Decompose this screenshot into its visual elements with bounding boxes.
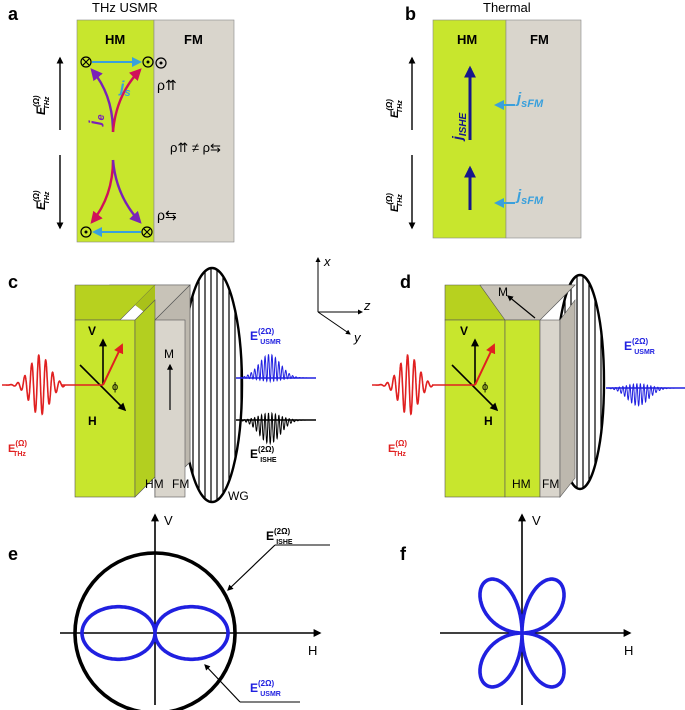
out-of-page-icon — [80, 226, 92, 238]
x-axis-label: x — [323, 254, 331, 269]
h-label-d: H — [484, 414, 493, 428]
v-label-f: V — [532, 513, 541, 528]
j-ishe-label: jISHE — [449, 112, 469, 142]
ishe-waveform-c — [239, 411, 316, 446]
h-axis-arrow-c — [79, 364, 127, 412]
hm-slab-side-c — [134, 299, 156, 498]
ishe-pointer — [227, 544, 276, 591]
usmr-pointer — [204, 664, 241, 703]
panel-c: c HM FM WG M V H ϕ E(Ω)THz E(2Ω)USMR — [2, 266, 316, 504]
panel-e: e V H E(2Ω)ISHE E(2Ω)USMR — [8, 513, 330, 710]
panel-label-c: c — [8, 272, 18, 292]
e-ishe-label-c: E(2Ω)ISHE — [250, 445, 277, 464]
fm-label-d: FM — [542, 477, 559, 491]
e-thz-label-d: E(Ω)THz — [388, 439, 407, 458]
hm-layer-a — [76, 19, 155, 243]
v-label-d: V — [460, 324, 468, 338]
rho-down-label: ρ⇆ — [157, 207, 177, 223]
hm-label-d: HM — [512, 477, 531, 491]
e-thz-label-b-top: E(Ω)THz — [385, 99, 404, 118]
panel-a-title: THz USMR — [92, 0, 158, 15]
hm-label-c: HM — [145, 477, 164, 491]
usmr-polar-lobes-e — [80, 604, 230, 662]
m-label-d: M — [498, 285, 508, 299]
into-page-icon — [141, 226, 153, 238]
e-usmr-label-d: E(2Ω)USMR — [624, 337, 655, 356]
y-axis-label: y — [353, 330, 362, 345]
je-curve-magenta-top — [111, 68, 142, 133]
usmr-polar-lobes-f — [478, 577, 566, 689]
v-label-e: V — [164, 513, 173, 528]
coordinate-axes: x z y — [315, 254, 371, 345]
e-usmr-label-e: E(2Ω)USMR — [250, 679, 281, 698]
rho-inequality: ρ⇈ ≠ ρ⇆ — [170, 140, 221, 155]
panel-label-a: a — [8, 4, 19, 24]
m-arrow-d — [507, 295, 536, 319]
js-label: js — [118, 79, 131, 99]
thz-pulse-c — [2, 354, 66, 416]
ishe-polar-circle — [73, 551, 237, 710]
e-thz-label-a-top: E(Ω)THz — [32, 95, 51, 115]
e-usmr-label-c: E(2Ω)USMR — [250, 327, 281, 346]
usmr-waveform-d — [607, 382, 685, 407]
panel-label-e: e — [8, 544, 18, 564]
z-axis-label: z — [363, 298, 371, 313]
phi-label-c: ϕ — [112, 381, 118, 393]
fm-layer-a — [153, 19, 235, 243]
panel-a: a THz USMR HM FM js je ρ⇈ ρ⇆ ρ⇈ ≠ ρ⇆ E(Ω… — [8, 0, 235, 243]
hm-label-b: HM — [457, 32, 477, 47]
j-sfm-label-bottom: jsFM — [515, 187, 544, 207]
m-label-c: M — [164, 347, 174, 361]
phi-label-d: ϕ — [482, 381, 488, 393]
h-axis-arrow-d — [451, 364, 499, 412]
fm-label-a: FM — [184, 32, 203, 47]
h-label-f: H — [624, 643, 633, 658]
y-axis-arrow — [317, 311, 351, 335]
je-curve-purple-bottom — [111, 159, 142, 224]
thz-pulse-d — [372, 354, 434, 416]
fm-label-c: FM — [172, 477, 189, 491]
panel-b: b Thermal HM FM jISHE jsFM jsFM E(Ω)THz … — [385, 0, 582, 239]
e-thz-polarization-arrow-c — [102, 343, 124, 386]
fm-label-b: FM — [530, 32, 549, 47]
v-label-c: V — [88, 324, 96, 338]
fm-layer-b — [505, 19, 582, 239]
hm-label-a: HM — [105, 32, 125, 47]
e-thz-polarization-arrow-d — [474, 343, 496, 386]
e-thz-label-c: E(Ω)THz — [8, 439, 27, 458]
rho-up-label: ρ⇈ — [157, 77, 177, 93]
waveguide-grid — [180, 266, 244, 504]
panel-f: f V H — [400, 513, 633, 705]
panel-label-d: d — [400, 272, 411, 292]
out-of-page-icon — [142, 56, 154, 68]
e-ishe-label-e: E(2Ω)ISHE — [266, 527, 293, 546]
h-label-c: H — [88, 414, 97, 428]
e-thz-label-b-bottom: E(Ω)THz — [385, 193, 404, 212]
fm-slab-front-d — [539, 319, 561, 498]
j-sfm-label-top: jsFM — [515, 90, 544, 110]
panel-d: d HM FM M V H ϕ E(Ω)THz E(2Ω)USMR — [372, 272, 685, 498]
panel-b-title: Thermal — [483, 0, 531, 15]
hm-slab-front-c — [74, 319, 136, 498]
panel-label-b: b — [405, 4, 416, 24]
h-label-e: H — [308, 643, 317, 658]
panel-label-f: f — [400, 544, 407, 564]
je-label: je — [87, 114, 107, 127]
e-thz-label-a-bottom: E(Ω)THz — [32, 190, 51, 210]
wg-label: WG — [228, 489, 249, 503]
out-of-page-icon — [155, 57, 167, 69]
into-page-icon — [80, 56, 92, 68]
